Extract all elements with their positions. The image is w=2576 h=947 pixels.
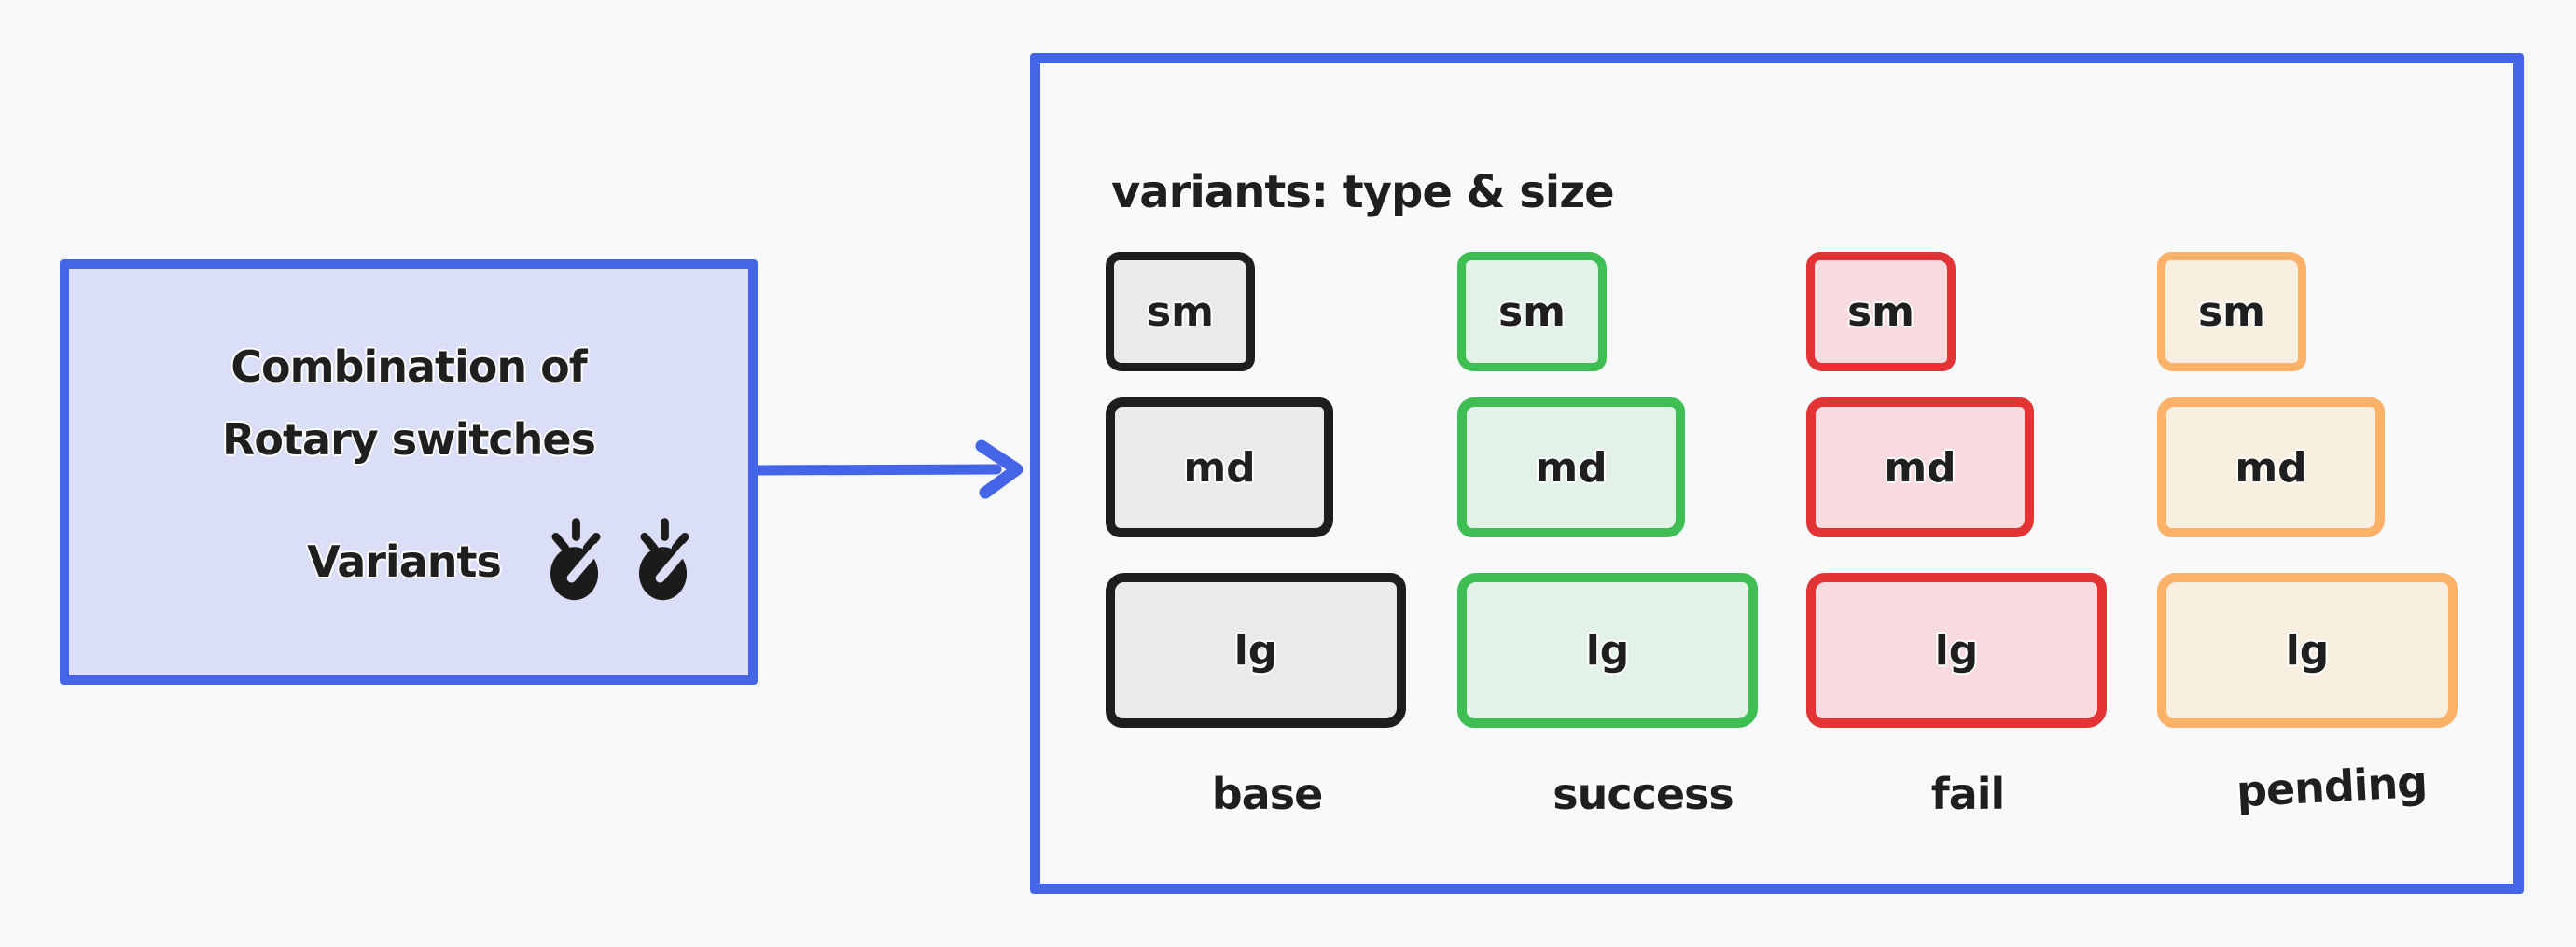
card-heading-line1: Combination of (230, 341, 588, 392)
switch-size-label: sm (1497, 287, 1566, 336)
panel-title: variants: type & size (1111, 166, 1615, 218)
card-heading-line2: Rotary switches (222, 414, 596, 465)
switch-pending-lg[interactable]: lg (2157, 573, 2458, 728)
switch-fail-lg[interactable]: lg (1806, 573, 2107, 728)
variants-row: Variants (159, 516, 838, 602)
variants-label: Variants (307, 536, 502, 587)
switch-size-label: sm (1846, 287, 1915, 336)
variants-panel[interactable]: variants: type & size sm md lg base sm m… (1030, 53, 2524, 894)
variant-column-fail: sm md lg fail (1806, 252, 2107, 819)
switch-size-label: sm (2197, 287, 2266, 336)
rotary-knob-icon (638, 518, 689, 601)
switch-size-label: lg (2285, 626, 2330, 675)
switch-success-lg[interactable]: lg (1457, 573, 1758, 728)
switch-pending-sm[interactable]: sm (2157, 252, 2306, 371)
switch-size-label: md (1535, 443, 1608, 492)
variant-column-base: sm md lg base (1106, 252, 1406, 819)
switch-base-sm[interactable]: sm (1106, 252, 1255, 371)
switch-base-md[interactable]: md (1106, 397, 1333, 537)
switch-fail-md[interactable]: md (1806, 397, 2034, 537)
switch-size-label: sm (1146, 287, 1215, 336)
switch-size-label: md (1183, 443, 1256, 492)
switch-success-md[interactable]: md (1457, 397, 1685, 537)
column-label-success: success (1553, 769, 1734, 819)
switch-fail-sm[interactable]: sm (1806, 252, 1956, 371)
switch-size-label: md (1884, 443, 1956, 492)
switch-size-label: md (2235, 443, 2307, 492)
card-heading: Combination of Rotary switches (69, 330, 748, 476)
column-label-pending: pending (2235, 756, 2429, 817)
flow-arrow[interactable] (752, 437, 1032, 502)
switch-pending-md[interactable]: md (2157, 397, 2385, 537)
column-label-fail: fail (1930, 769, 2006, 819)
rotary-knob-icon (550, 518, 601, 601)
switch-size-label: lg (1233, 626, 1278, 675)
switch-success-sm[interactable]: sm (1457, 252, 1607, 371)
variant-column-success: sm md lg success (1457, 252, 1758, 819)
switch-size-label: lg (1585, 626, 1630, 675)
variant-column-pending: sm md lg pending (2157, 252, 2458, 819)
switch-size-label: lg (1934, 626, 1979, 675)
switch-base-lg[interactable]: lg (1106, 573, 1406, 728)
combination-card[interactable]: Combination of Rotary switches Variants (60, 259, 758, 685)
column-label-base: base (1211, 769, 1324, 819)
